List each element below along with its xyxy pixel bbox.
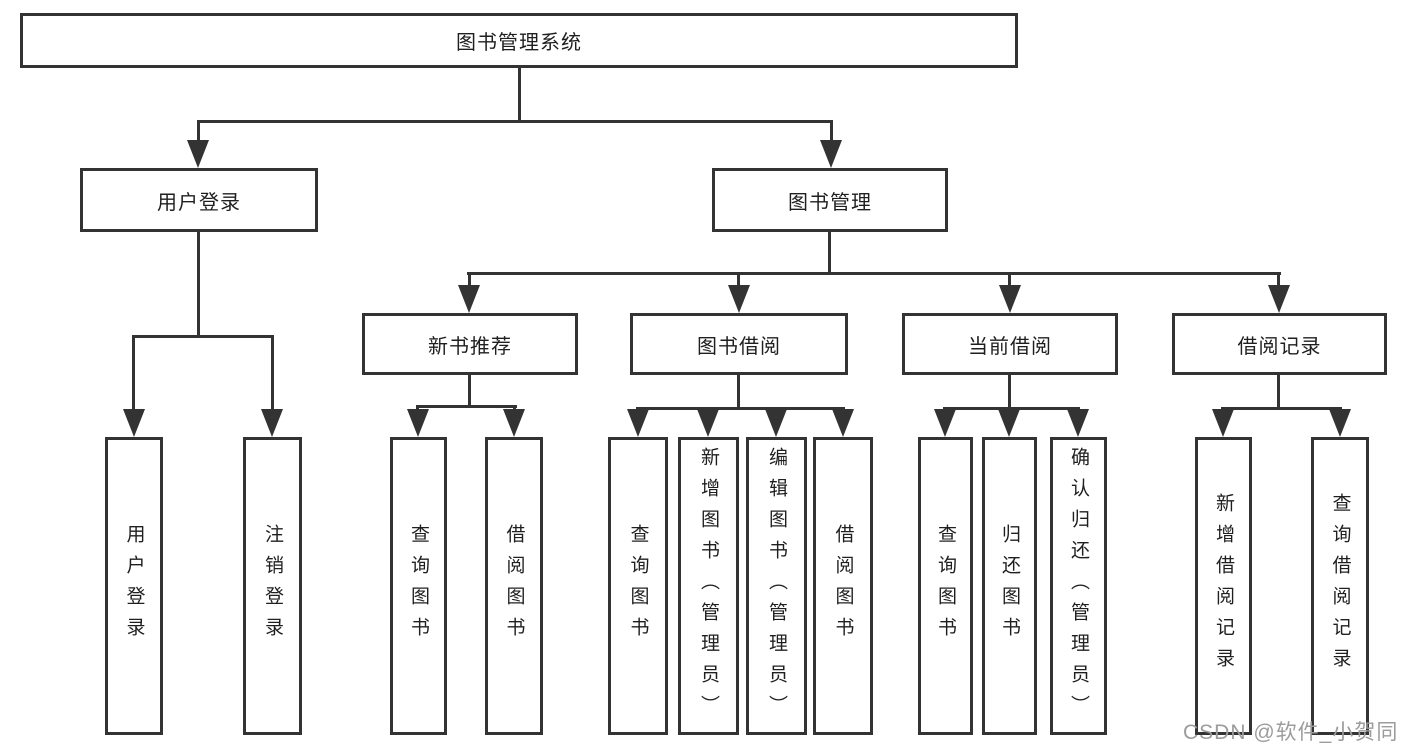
connector-line <box>1277 375 1280 410</box>
connector-line <box>197 232 200 338</box>
node-label: 图书管理系统 <box>456 32 582 54</box>
node-label: 查询借阅记录 <box>1329 493 1351 679</box>
node-label: 用户登录 <box>123 524 145 648</box>
connector-line <box>132 335 135 413</box>
node-label: 用户登录 <box>157 191 241 214</box>
arrowhead <box>820 140 842 168</box>
arrowhead <box>1212 409 1234 437</box>
arrowhead <box>1067 409 1089 437</box>
node-new-book-recommend: 新书推荐 <box>362 313 578 375</box>
leaf-query-books-current: 查询图书 <box>918 437 973 735</box>
node-label: 借阅图书 <box>832 524 854 648</box>
connector-line <box>830 120 833 144</box>
connector-line <box>737 375 740 410</box>
node-label: 查询图书 <box>408 524 429 648</box>
connector-line <box>1277 272 1280 289</box>
node-label: 查询图书 <box>935 524 956 648</box>
connector-line <box>468 375 471 408</box>
leaf-query-borrow-record: 查询借阅记录 <box>1311 437 1369 735</box>
leaf-return-book: 归还图书 <box>982 437 1037 735</box>
leaf-query-books-recommend: 查询图书 <box>390 437 447 735</box>
node-label: 借阅记录 <box>1237 335 1322 358</box>
node-user-login: 用户登录 <box>80 168 318 232</box>
arrowhead <box>1268 285 1290 313</box>
leaf-user-login: 用户登录 <box>105 437 163 735</box>
arrowhead <box>123 409 145 437</box>
node-label: 当前借阅 <box>968 335 1052 358</box>
arrowhead <box>503 409 525 437</box>
arrowhead <box>261 409 283 437</box>
connector-line <box>943 407 1080 410</box>
node-label: 新增图书（管理员） <box>698 446 719 726</box>
arrowhead <box>627 409 649 437</box>
node-label: 查询图书 <box>627 524 649 648</box>
connector-line <box>1221 407 1342 410</box>
arrowhead <box>832 409 854 437</box>
connector-line <box>518 68 521 123</box>
leaf-query-books-borrow: 查询图书 <box>608 437 668 735</box>
leaf-confirm-return-admin: 确认归还（管理员） <box>1050 437 1107 735</box>
node-label: 确认归还（管理员） <box>1068 446 1089 726</box>
connector-line <box>828 232 831 275</box>
arrowhead <box>1329 409 1351 437</box>
arrowhead <box>458 285 480 313</box>
leaf-borrow-books: 借阅图书 <box>813 437 873 735</box>
arrowhead <box>765 409 787 437</box>
connector-line <box>197 120 200 144</box>
connector-line <box>1008 375 1011 410</box>
node-library-system: 图书管理系统 <box>20 13 1018 68</box>
leaf-add-book-admin: 新增图书（管理员） <box>678 437 739 735</box>
node-label: 编辑图书（管理员） <box>766 446 787 726</box>
node-label: 图书管理 <box>788 191 872 214</box>
connector-line <box>132 335 274 338</box>
connector-line <box>737 272 740 289</box>
leaf-logout: 注销登录 <box>243 437 302 735</box>
csdn-watermark: CSDN @软件_小贺同学 <box>1183 721 1399 744</box>
node-book-management: 图书管理 <box>712 168 948 232</box>
node-label: 新书推荐 <box>428 335 512 358</box>
leaf-add-borrow-record: 新增借阅记录 <box>1195 437 1252 735</box>
leaf-borrow-books-recommend: 借阅图书 <box>485 437 543 735</box>
node-borrow-records: 借阅记录 <box>1172 313 1387 375</box>
connector-line <box>271 335 274 413</box>
node-current-borrow: 当前借阅 <box>902 313 1118 375</box>
node-label: 借阅图书 <box>503 524 525 648</box>
connector-line <box>636 407 845 410</box>
arrowhead <box>407 409 429 437</box>
leaf-edit-book-admin: 编辑图书（管理员） <box>746 437 807 735</box>
arrowhead <box>999 285 1021 313</box>
node-label: 归还图书 <box>999 524 1020 648</box>
arrowhead <box>697 409 719 437</box>
arrowhead <box>934 409 956 437</box>
node-label: 新增借阅记录 <box>1213 493 1234 679</box>
connector-line <box>1008 272 1011 289</box>
connector-line <box>416 405 517 408</box>
node-book-borrow: 图书借阅 <box>630 313 848 375</box>
connector-line <box>468 272 471 289</box>
arrowhead <box>187 140 209 168</box>
node-label: 注销登录 <box>262 524 283 648</box>
node-label: 图书借阅 <box>697 335 781 358</box>
connector-line <box>467 272 1281 275</box>
arrowhead <box>998 409 1020 437</box>
connector-line <box>197 120 833 123</box>
arrowhead <box>728 285 750 313</box>
